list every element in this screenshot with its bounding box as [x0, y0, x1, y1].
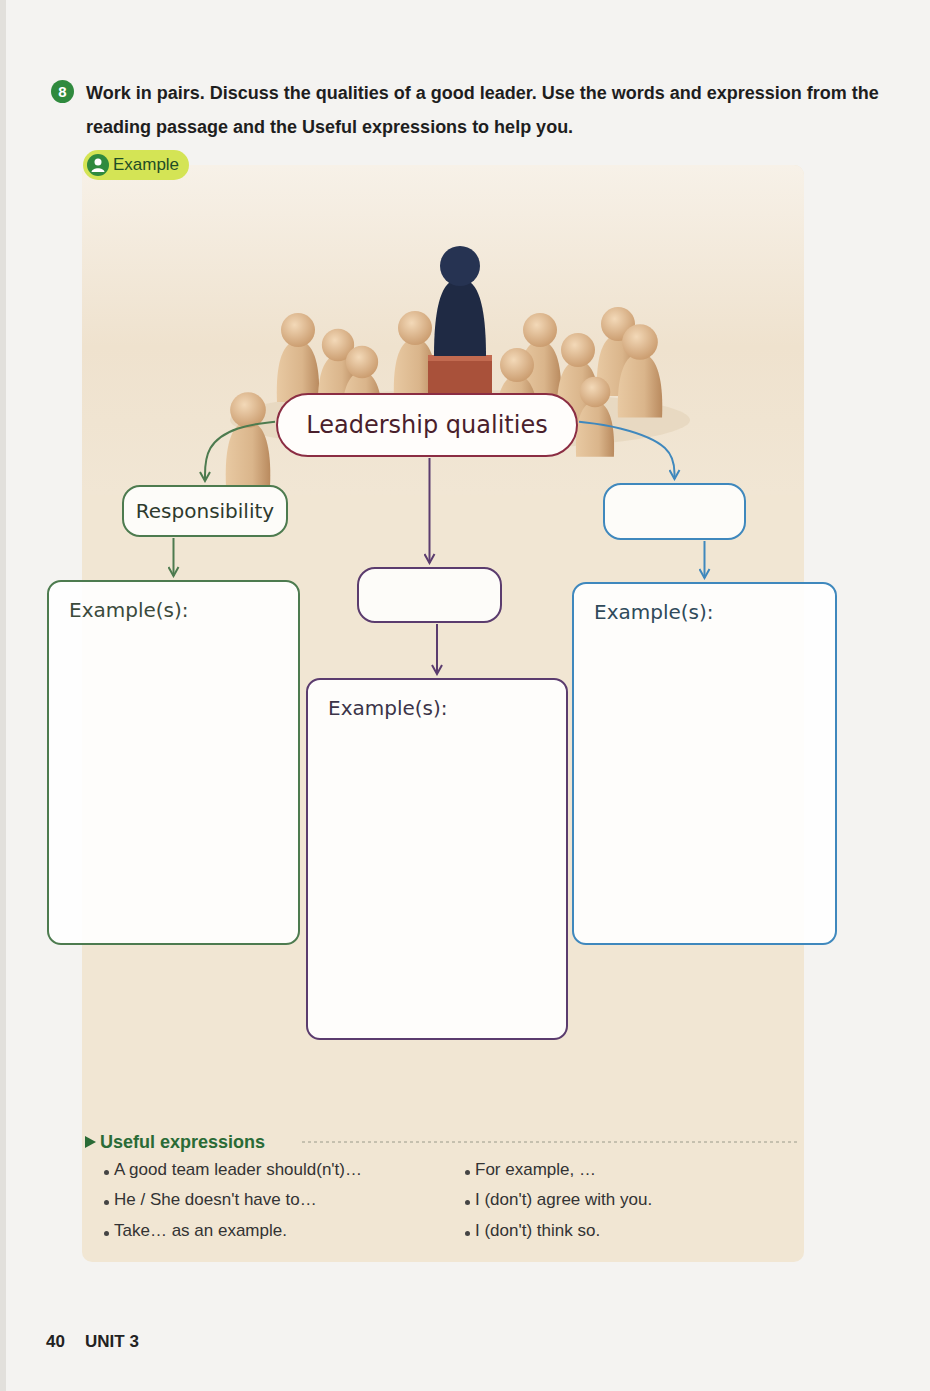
leader-body: [434, 282, 486, 356]
bullet-dot: [465, 1231, 470, 1236]
node-text: Example(s):: [594, 600, 714, 624]
page-edge: [0, 0, 6, 1391]
examples-box: Example(s):: [572, 582, 837, 945]
section-heading: Useful expressions: [100, 1131, 265, 1154]
connector-arrow: [704, 541, 706, 578]
expression-item: For example, …: [475, 1159, 596, 1181]
connector-arrow: [205, 422, 275, 481]
examples-box: Example(s):: [306, 678, 568, 1040]
node-text: Example(s):: [69, 598, 189, 622]
node-text: Example: [113, 155, 179, 175]
bullet-dot: [104, 1200, 109, 1205]
expression-item: I (don't) think so.: [475, 1220, 600, 1242]
dashed-rule: [302, 1142, 800, 1143]
instruction-text: Work in pairs. Discuss the qualities of …: [86, 76, 886, 144]
bullet-dot: [104, 1231, 109, 1236]
bullet-dot: [465, 1200, 470, 1205]
exercise-number-badge: 8: [51, 80, 74, 103]
icon-disc: [87, 154, 109, 176]
example-icon: [86, 153, 110, 177]
examples-box: Example(s):: [47, 580, 300, 945]
bullet-dot: [104, 1170, 109, 1175]
expression-item: A good team leader should(n't)…: [114, 1159, 362, 1181]
photo-ground: [82, 165, 804, 495]
leader-head: [440, 246, 480, 286]
expression-item: I (don't) agree with you.: [475, 1189, 652, 1211]
connector-arrow: [429, 458, 431, 563]
quality-box: [603, 483, 746, 540]
connector-arrow: [436, 624, 438, 674]
wooden-figure: [226, 392, 271, 485]
node-text: Example(s):: [328, 696, 448, 720]
page-number: 40: [46, 1331, 65, 1353]
expression-item: He / She doesn't have to…: [114, 1189, 317, 1211]
node-text: 8: [58, 83, 66, 101]
wooden-figure: [277, 313, 319, 402]
node-text: Leadership qualities: [306, 411, 547, 440]
icon-head: [94, 159, 101, 166]
expression-item: Take… as an example.: [114, 1220, 287, 1242]
quality-box: Responsibility: [122, 485, 288, 537]
bullet-dot: [465, 1170, 470, 1175]
pedestal: [428, 355, 492, 393]
icon-shoulders: [91, 168, 104, 172]
example-badge: Example: [83, 150, 189, 180]
wooden-figure: [576, 377, 614, 457]
connector-arrow: [173, 538, 175, 576]
node-text: Responsibility: [136, 499, 274, 523]
unit-label: UNIT 3: [85, 1331, 139, 1353]
central-topic: Leadership qualities: [276, 393, 578, 457]
leader-figure: [428, 246, 492, 393]
quality-box: [357, 567, 502, 623]
heading-marker: [85, 1136, 96, 1148]
wooden-figure: [618, 324, 663, 417]
connector-arrow: [579, 422, 675, 479]
